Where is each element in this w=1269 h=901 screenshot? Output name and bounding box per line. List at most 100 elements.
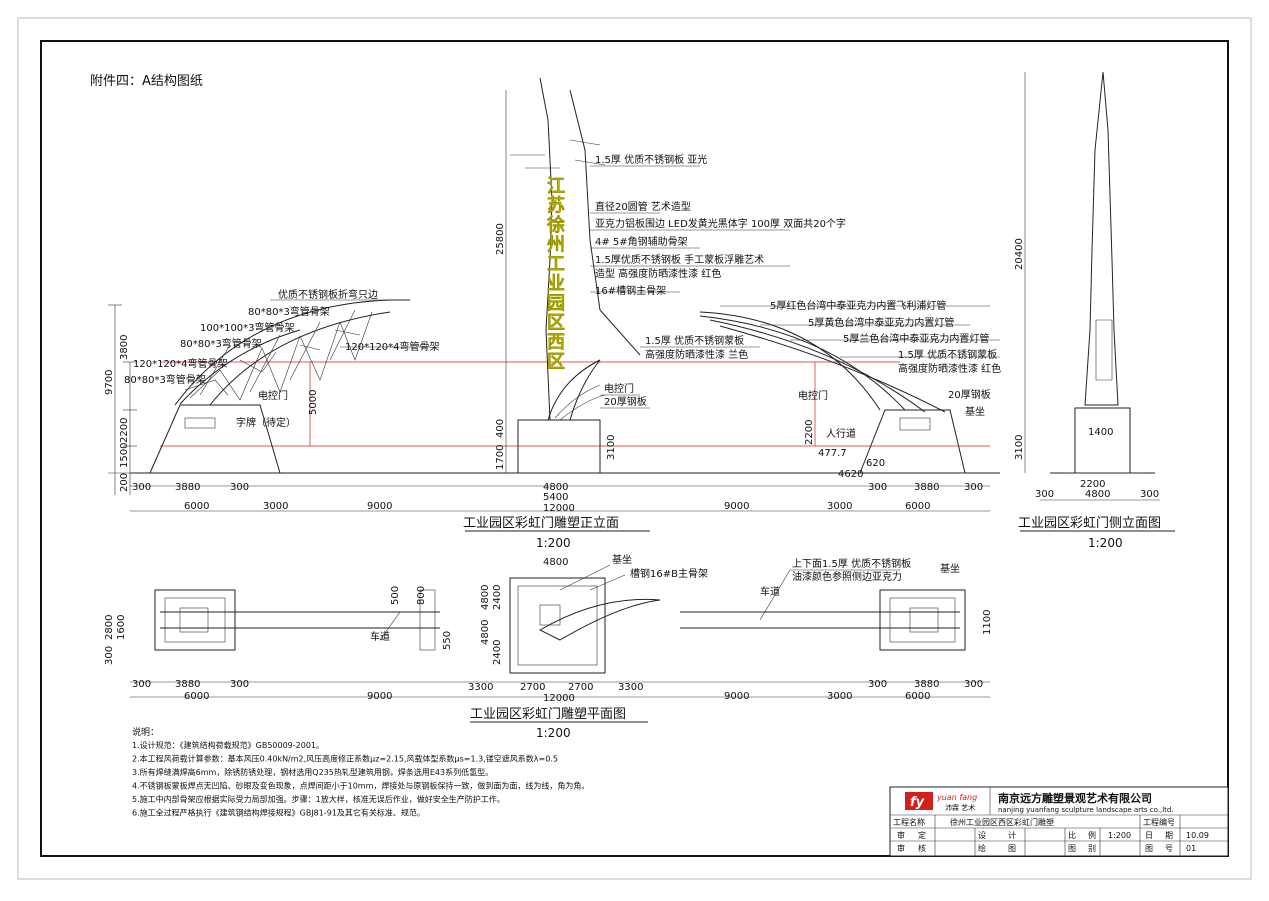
side-base: 1400 [1088,427,1113,438]
plan-w-12000: 12000 [543,693,575,704]
dim-left-d: 200 [119,473,130,492]
notes: 说明： 1.设计规范：《建筑结构荷载规范》GB50009-2001。 2.本工程风… [132,726,589,818]
left-label-5: 120*120*4弯管骨架 [133,357,228,370]
sign-char: 州 [546,235,565,256]
sign-char: 工 [547,254,565,275]
dim-left-total: 9700 [104,370,115,395]
plan-w-300d: 300 [964,679,983,690]
dim-477: 477.7 [818,448,847,459]
company-name-en: nanjing yuanfang sculpture landscape art… [998,806,1174,814]
dim-center-top: 25800 [495,223,506,255]
plan-w-2700a: 2700 [520,682,545,693]
plan-road-left: 车道 [370,630,390,643]
plan-road-right: 车道 [760,585,780,598]
note-item: 2.本工程风荷载计算参数：基本风压0.40kN/m2,风压高度修正系数μz=2.… [132,754,558,764]
logo-text: yuan fang [936,793,977,802]
dim-w-9000a: 9000 [367,501,392,512]
plan-w-300a: 300 [132,679,151,690]
tb-r2-d: 计 [1008,830,1016,840]
logo-sub: 沛霖 艺术 [945,803,975,812]
tb-r3-j: 01 [1186,844,1196,853]
plan-w-3300a: 3300 [468,682,493,693]
company-name-cn: 南京远方雕塑景观艺术有限公司 [998,791,1152,805]
dim-left-c: 1500 [119,443,130,468]
left-label-4: 80*80*3弯管骨架 [180,337,262,350]
dim-w-9000b: 9000 [724,501,749,512]
plan-w-2700b: 2700 [568,682,593,693]
side-dim-top: 20400 [1014,238,1025,270]
left-label-3: 100*100*3弯管骨架 [200,321,295,334]
right-label-7: 20厚钢板 [948,388,991,401]
tb-r3-f: 别 [1088,844,1096,853]
callout-4: 4# 5#角钢辅助骨架 [595,235,688,248]
dim-left-b: 2200 [119,418,130,443]
plan-w-6000a: 6000 [184,691,209,702]
right-label-3: 5厚兰色台湾中泰亚克力内置灯管 [843,332,989,345]
left-label-7: 120*120*4弯管骨架 [345,340,440,353]
drawing-frame [40,40,1229,857]
right-arch [699,311,946,413]
dim-w-3000a: 3000 [263,501,288,512]
side-dim-bottom: 3100 [1014,435,1025,460]
side-dim-300a: 300 [1035,489,1054,500]
paper-edge [17,17,1252,880]
plan-d1600: 1600 [116,615,127,640]
front-elevation-scale: 1:200 [536,536,571,550]
project-value: 徐州工业园区西区彩虹门雕塑 [950,817,1054,827]
right-label-9: 人行道 [826,427,856,440]
dim-right: 2200 [804,420,815,445]
dim-w-12000: 12000 [543,503,575,514]
plan-title: 工业园区彩虹门雕塑平面图 [470,707,626,722]
right-label-6: 电控门 [798,389,828,402]
plan-d2400a: 2400 [492,585,503,610]
plan-d2400b: 2400 [492,640,503,665]
sign-char: 徐 [546,214,565,236]
dim-w-300c: 300 [868,482,887,493]
notes-heading: 说明： [132,726,159,738]
left-label-6: 80*80*3弯管骨架 [124,373,206,386]
plan-view: 车道 基坐 槽钢16#B主骨架 上下面1.5厚 优质不锈钢板 油漆颜色参照侧边亚… [104,553,993,740]
plan-top-4800: 4800 [543,557,568,568]
dim-4620: 4620 [838,469,863,480]
right-label-1: 5厚红色台湾中泰亚克力内置飞利浦灯管 [770,299,946,312]
tb-r2-g: 1:200 [1108,831,1131,840]
plan-d4800a: 4800 [480,585,491,610]
note-item: 6.施工全过程严格执行《建筑钢结构焊接规程》GBJ81-91及其它有关标准、规范… [132,808,425,818]
note-item: 1.设计规范：《建筑结构荷载规范》GB50009-2001。 [132,740,324,750]
tb-r2-b: 定 [918,830,926,840]
right-label-5: 高强度防晒漆性漆 红色 [898,362,1001,375]
title-block: fy yuan fang 沛霖 艺术 南京远方雕塑景观艺术有限公司 nanjin… [889,786,1229,857]
dim-center-d: 3100 [606,435,617,460]
sign-char: 江 [547,176,565,197]
left-label-8: 电控门 [258,389,288,402]
callout-8: 1.5厚 优质不锈钢蒙板 [645,334,744,347]
dim-620: 620 [866,458,885,469]
plan-d550: 550 [442,631,453,650]
company-logo: fy yuan fang 沛霖 艺术 [905,792,977,812]
project-no-label: 工程编号 [1143,817,1175,827]
sign-char: 西 [547,332,565,353]
side-elevation-scale: 1:200 [1088,536,1123,550]
plan-panel-2: 油漆颜色参照侧边亚克力 [792,570,902,583]
tb-r3-i: 号 [1165,844,1173,853]
dim-w-5400: 5400 [543,492,568,503]
right-base [859,409,966,474]
tower-base [517,419,601,474]
front-elevation-title: 工业园区彩虹门雕塑正立面 [463,516,619,531]
left-label-1: 优质不锈钢板折弯只边 [278,288,378,301]
callout-5: 1.5厚优质不锈钢板 手工蒙板浮雕艺术 [595,253,764,266]
tb-r2-h: 日 [1145,831,1153,840]
sign-char: 区 [547,313,565,334]
right-label-2: 5厚黄色台湾中泰亚克力内置灯管 [808,316,954,329]
tb-r3-b: 核 [918,843,926,853]
callout-3: 亚克力铝板围边 LED发黄光黑体字 100厚 双面共20个字 [595,217,846,230]
left-base [149,404,281,474]
left-arch [174,299,410,406]
tb-r3-d: 图 [1008,844,1016,853]
svg-text:fy: fy [910,795,925,810]
side-dim-300b: 300 [1140,489,1159,500]
plan-panel-1: 上下面1.5厚 优质不锈钢板 [792,557,911,570]
